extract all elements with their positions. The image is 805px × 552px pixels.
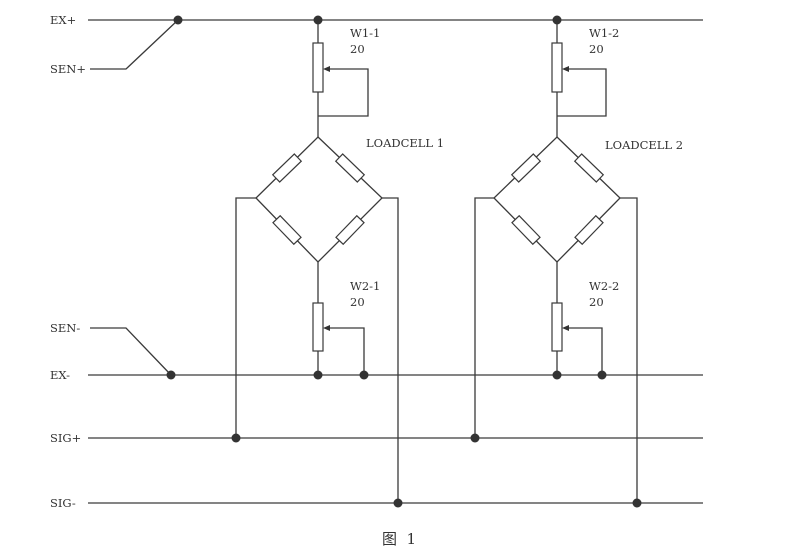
bridge-resistors (271, 153, 366, 246)
label-sig-minus: SIG- (50, 496, 76, 510)
bridge-loadcell-1 (255, 136, 383, 263)
junction-dot (552, 370, 562, 380)
label-sen-minus: SEN- (50, 321, 80, 335)
bridge-resistor (272, 214, 302, 246)
label-w2-1-name: W2-1 (350, 279, 380, 293)
wiper-w1-2 (557, 68, 607, 117)
junction-dot (173, 15, 183, 25)
junction-dot (632, 498, 642, 508)
junction-dot (552, 15, 562, 25)
wiper-arrow (323, 325, 330, 331)
sig-plus-leg-2 (474, 197, 494, 438)
label-w2-1-value: 20 (350, 295, 365, 309)
wiper-w2-2 (565, 327, 603, 375)
junction-dot (313, 370, 323, 380)
bridge-resistor (271, 153, 303, 183)
wiper-w2-1 (326, 327, 365, 375)
label-w1-1-value: 20 (350, 42, 365, 56)
label-w1-2-name: W1-2 (589, 26, 619, 40)
label-sen-plus: SEN+ (50, 62, 86, 76)
label-w2-2-value: 20 (589, 295, 604, 309)
resistor-w1-2 (551, 42, 563, 93)
label-loadcell-2: LOADCELL 2 (605, 138, 683, 152)
signal-labels: EX+ SEN+ SEN- EX- SIG+ SIG- (50, 13, 86, 510)
wiper-w1-1 (318, 68, 369, 117)
bridge-loadcell-2 (493, 136, 621, 263)
bridge-resistor (334, 153, 366, 183)
bridge-resistors (510, 153, 605, 246)
label-w1-2-value: 20 (589, 42, 604, 56)
junction-dot (470, 433, 480, 443)
bus-lines (88, 19, 703, 504)
bridge-resistor (511, 214, 541, 246)
label-ex-minus: EX- (50, 368, 70, 382)
wiper-arrow (562, 66, 569, 72)
loadcell-2-group (474, 20, 638, 503)
sig-minus-leg-2 (620, 197, 638, 503)
sig-plus-leg-1 (235, 197, 256, 438)
label-w1-1-name: W1-1 (350, 26, 380, 40)
sig-minus-leg-1 (382, 197, 399, 503)
sen-plus-wire (90, 19, 179, 70)
label-w2-2-name: W2-2 (589, 279, 619, 293)
label-ex-plus: EX+ (50, 13, 76, 27)
component-labels: W1-1 20 W1-2 20 LOADCELL 1 LOADCELL 2 W2… (350, 26, 683, 309)
junction-dot (231, 433, 241, 443)
junction-dot (359, 370, 369, 380)
resistor-w2-2 (551, 302, 563, 352)
junction-dots (166, 15, 642, 508)
sen-minus-wire (90, 327, 172, 376)
label-sig-plus: SIG+ (50, 431, 81, 445)
junction-dot (166, 370, 176, 380)
label-loadcell-1: LOADCELL 1 (366, 136, 444, 150)
bridge-resistor (574, 214, 604, 246)
bridge-resistor (335, 214, 365, 246)
wiper-arrow (562, 325, 569, 331)
junction-dot (313, 15, 323, 25)
junction-dot (393, 498, 403, 508)
figure-caption: 图 1 (382, 530, 416, 548)
loadcell-1-group (235, 20, 399, 503)
bridge-resistor (510, 153, 542, 183)
resistor-w1-1 (312, 42, 324, 93)
bridge-resistor (573, 153, 605, 183)
resistor-w2-1 (312, 302, 324, 352)
junction-dot (597, 370, 607, 380)
wiper-arrow (323, 66, 330, 72)
